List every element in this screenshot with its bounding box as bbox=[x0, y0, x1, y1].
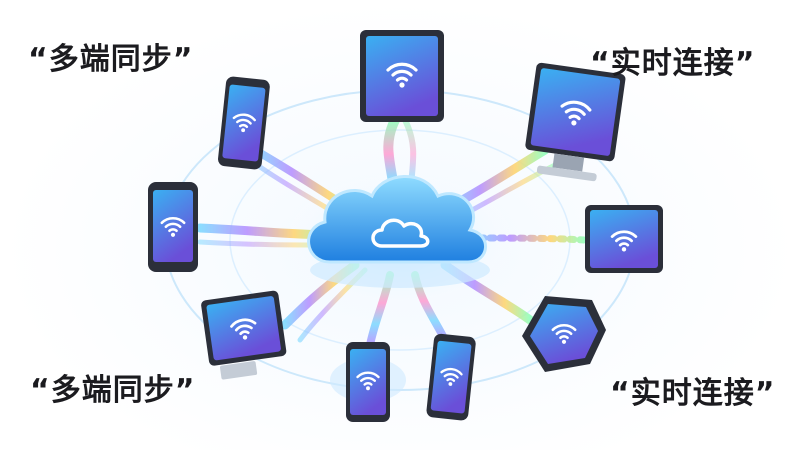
caption-bottom-right: “实时连接” bbox=[610, 376, 776, 411]
caption-top-left: “多端同步” bbox=[28, 42, 194, 77]
caption-bottom-left: “多端同步” bbox=[30, 373, 196, 408]
device-tablet-right bbox=[585, 205, 663, 273]
caption-top-right: “实时连接” bbox=[590, 46, 756, 81]
device-monitor-top-right bbox=[525, 62, 626, 182]
cloud-icon bbox=[371, 218, 430, 248]
device-phone-left bbox=[148, 182, 198, 272]
device-tablet-top bbox=[360, 30, 444, 122]
device-monitor-bottom-left bbox=[201, 290, 287, 380]
device-hex-bottom-right bbox=[522, 296, 606, 372]
central-cloud bbox=[307, 175, 490, 288]
device-phone-bottom-center bbox=[330, 342, 406, 422]
device-phone-bottom-right bbox=[426, 333, 476, 421]
device-phone-top-left bbox=[218, 76, 270, 170]
